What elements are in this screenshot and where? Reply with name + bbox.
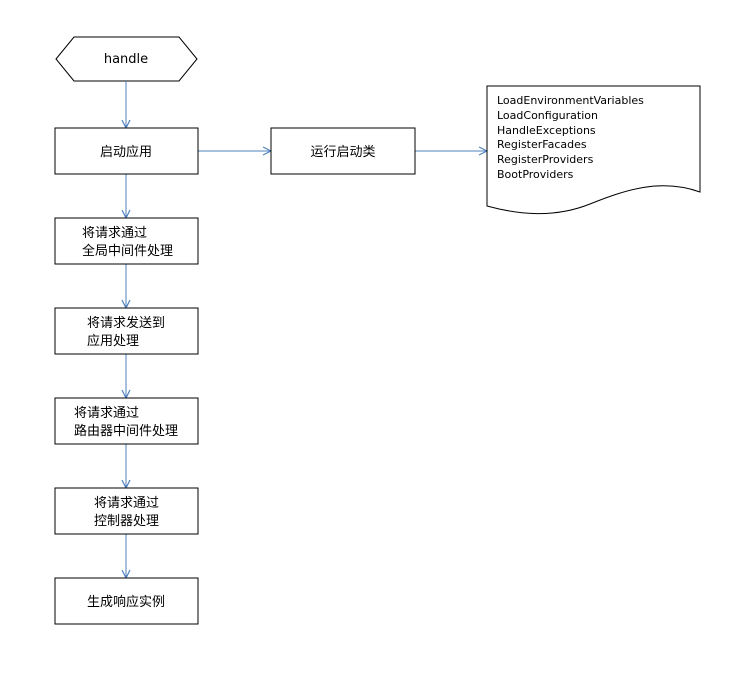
bootstrap-box [270, 127, 416, 175]
step-box [54, 127, 199, 175]
step-box [54, 217, 199, 265]
bootstrapper-item: HandleExceptions [497, 124, 596, 137]
step-route-middleware: 将请求通过 路由器中间件处理 [54, 397, 199, 445]
step-controller: 将请求通过 控制器处理 [54, 487, 199, 535]
step-box [54, 397, 199, 445]
step-label-line2: 全局中间件处理 [82, 243, 173, 259]
step-label: 生成响应实例 [87, 594, 165, 610]
bootstrap-label: 运行启动类 [310, 145, 375, 160]
bootstrapper-item: LoadEnvironmentVariables [497, 94, 644, 107]
start-label: handle [104, 52, 148, 67]
bootstrappers-document: LoadEnvironmentVariables LoadConfigurati… [486, 85, 701, 215]
step-response: 生成响应实例 [54, 577, 199, 625]
step-label-line1: 将请求发送到 [87, 315, 165, 331]
document-shape [486, 85, 701, 215]
bootstrapper-item: BootProviders [497, 168, 574, 181]
step-label-line2: 路由器中间件处理 [74, 423, 178, 439]
step-box [54, 577, 199, 625]
start-node: handle [55, 36, 198, 82]
step-label-line2: 控制器处理 [94, 514, 159, 529]
step-dispatch-to-app: 将请求发送到 应用处理 [54, 307, 199, 355]
step-box [54, 487, 199, 535]
bootstrapper-item: RegisterProviders [497, 153, 594, 166]
start-hexagon [55, 36, 198, 82]
step-label-line1: 将请求通过 [94, 496, 159, 511]
step-label-line2: 应用处理 [87, 333, 139, 349]
bootstrap-node: 运行启动类 [270, 127, 416, 175]
step-box [54, 307, 199, 355]
bootstrapper-item: LoadConfiguration [497, 109, 598, 122]
step-label: 启动应用 [100, 144, 152, 160]
step-start-app: 启动应用 [54, 127, 199, 175]
bootstrapper-item: RegisterFacades [497, 138, 587, 151]
connectors [126, 81, 487, 578]
step-label-line1: 将请求通过 [82, 226, 147, 241]
step-global-middleware: 将请求通过 全局中间件处理 [54, 217, 199, 265]
step-label-line1: 将请求通过 [74, 406, 139, 421]
